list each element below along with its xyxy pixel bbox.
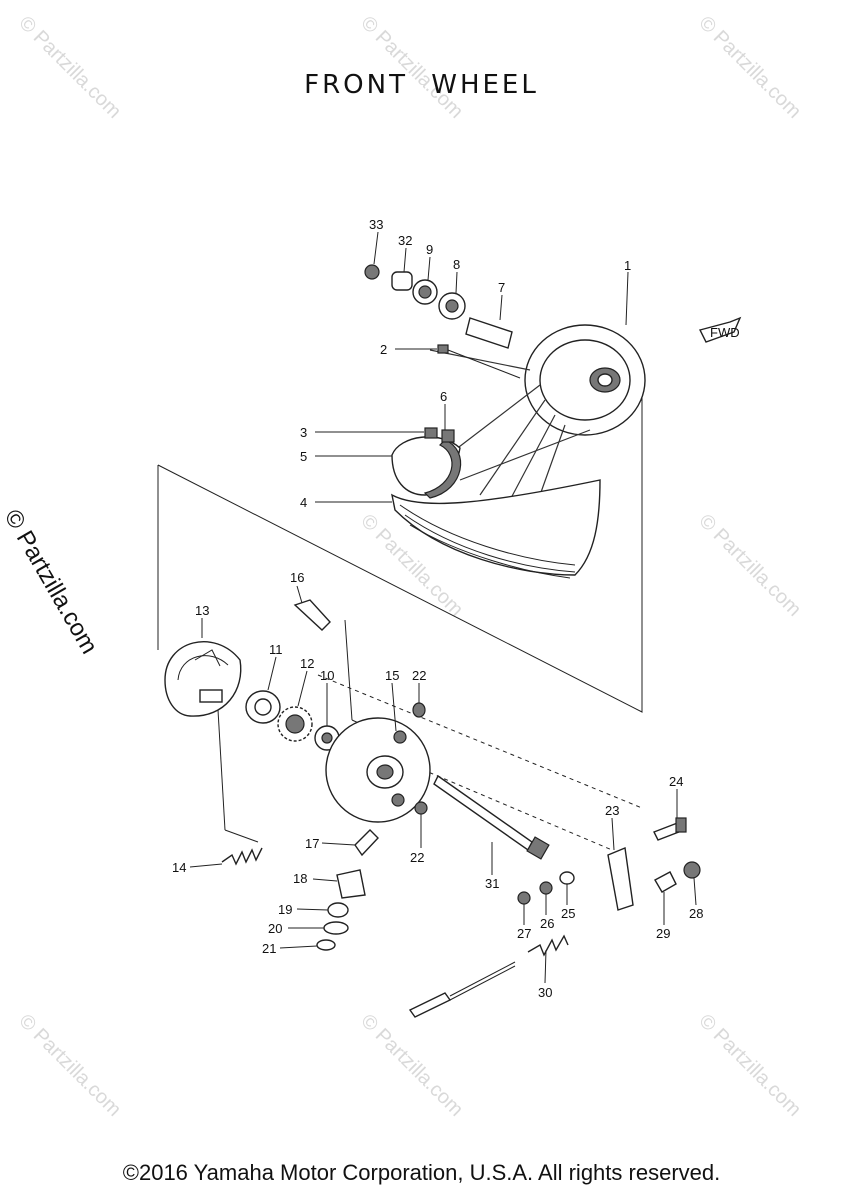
brake-shoe: [164, 641, 242, 717]
nut: [414, 801, 428, 815]
part-number: 31: [485, 876, 499, 891]
part-number: 33: [369, 217, 383, 232]
return-spring: [221, 847, 263, 866]
part-number: 26: [540, 916, 554, 931]
part-number: 23: [605, 803, 619, 818]
adjust-nut: [683, 861, 701, 879]
part-number: 13: [195, 603, 209, 618]
assembly-box-lines: [157, 395, 643, 851]
cable-fitting: [293, 599, 331, 631]
part-number: 28: [689, 906, 703, 921]
tube: [391, 436, 462, 499]
part-number: 22: [412, 668, 426, 683]
fwd-label: FWD: [710, 325, 740, 340]
valve-nut: [441, 429, 455, 443]
part-number: 29: [656, 926, 670, 941]
part-number: 1: [624, 258, 631, 273]
part-number: 27: [517, 926, 531, 941]
part-number: 10: [320, 668, 334, 683]
part-number: 19: [278, 902, 292, 917]
part-number: 21: [262, 941, 276, 956]
brake-plate: [325, 717, 431, 823]
part-number: 20: [268, 921, 282, 936]
part-number: 15: [385, 668, 399, 683]
callouts: 33 32 9 8 7 1 2 6 3 5 4 16 13 11 12 10 1…: [172, 217, 703, 1000]
part-number: 18: [293, 871, 307, 886]
drive-gear: [277, 706, 313, 742]
wheel-hub: [524, 324, 646, 436]
part-number: 9: [426, 242, 433, 257]
part-number: 12: [300, 656, 314, 671]
part-number: 25: [561, 906, 575, 921]
part-number: 6: [440, 389, 447, 404]
part-number: 5: [300, 449, 307, 464]
cam-bolt: [653, 817, 687, 841]
washer: [539, 881, 553, 895]
cam-lever: [607, 847, 634, 911]
part-number: 11: [269, 642, 283, 657]
part-number: 2: [380, 342, 387, 357]
part-number: 24: [669, 774, 683, 789]
speedometer-gear: [316, 829, 379, 951]
wheel-rim: [391, 479, 601, 579]
part-number: 3: [300, 425, 307, 440]
valve-cap: [424, 427, 438, 439]
cable-joint: [654, 871, 677, 893]
page-title: FRONT WHEEL: [0, 70, 843, 100]
title-word: WHEEL: [431, 70, 539, 100]
part-number: 7: [498, 280, 505, 295]
fwd-arrow: [698, 316, 742, 343]
part-number: 17: [305, 836, 319, 851]
part-number: 4: [300, 495, 307, 510]
part-number: 30: [538, 985, 552, 1000]
part-number: 22: [410, 850, 424, 865]
title-word: FRONT: [304, 70, 408, 100]
spokes: [429, 349, 591, 501]
washer: [559, 871, 575, 885]
nut: [517, 891, 531, 905]
brake-cable: [408, 934, 569, 1018]
part-number: 16: [290, 570, 304, 585]
axle-parts: [364, 264, 513, 349]
nut: [412, 702, 426, 718]
copyright-footer: ©2016 Yamaha Motor Corporation, U.S.A. A…: [122, 1160, 721, 1185]
axle-bolt: [433, 774, 550, 860]
spoke-nipple: [437, 344, 521, 379]
part-number: 14: [172, 860, 186, 875]
part-number: 32: [398, 233, 412, 248]
part-number: 8: [453, 257, 460, 272]
oil-seal: [245, 690, 281, 724]
